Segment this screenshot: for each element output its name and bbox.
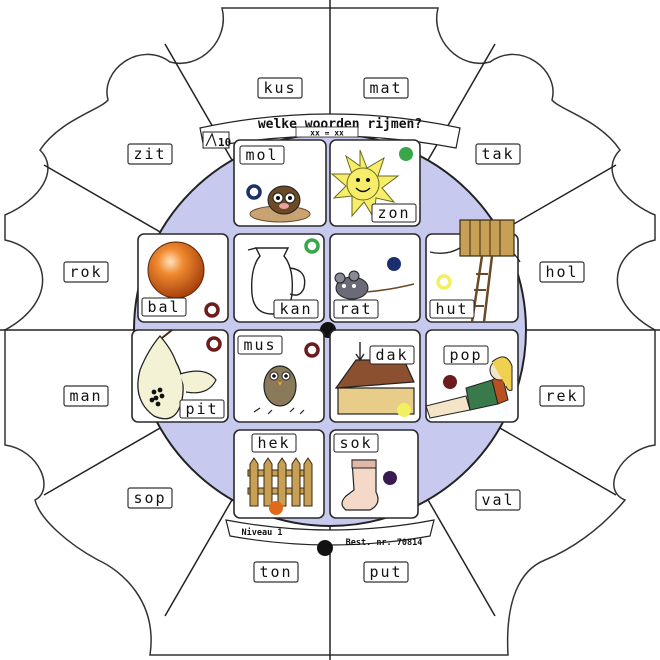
- fence-icon: [247, 457, 313, 507]
- word-tile-man[interactable]: man: [63, 385, 109, 407]
- sun-icon: [330, 149, 400, 220]
- marker-dot-rat: [387, 257, 401, 271]
- card-word-pit: pit: [185, 400, 218, 418]
- marker-dot-zon: [399, 147, 413, 161]
- word-kus: kus: [263, 79, 296, 97]
- word-tile-hol[interactable]: hol: [539, 261, 585, 283]
- marker-ring-bal: [204, 302, 220, 318]
- word-tile-sop[interactable]: sop: [127, 487, 173, 509]
- sock-icon: [341, 459, 379, 511]
- pear-icon: [137, 329, 217, 420]
- marker-ring-mus: [304, 342, 320, 358]
- roof-icon: [334, 342, 415, 415]
- card-word-hek: hek: [257, 434, 290, 452]
- title-banner: 10 welke woorden rijmen? xx = xx: [199, 113, 461, 149]
- card-word-dak: dak: [375, 346, 408, 364]
- logo-number: 10: [218, 136, 231, 149]
- marker-ring-kan: [304, 238, 320, 254]
- hint-text: xx = xx: [310, 129, 344, 138]
- footer-banner: Niveau 1 Best. nr. 70814: [225, 519, 435, 548]
- order-number: Best. nr. 70814: [346, 538, 423, 548]
- marker-ring-mol: [246, 184, 262, 200]
- marker-dot-pop: [443, 375, 457, 389]
- card-pit[interactable]: pit: [131, 329, 229, 423]
- logo-icon: 10: [202, 131, 231, 149]
- word-tile-rek[interactable]: rek: [539, 385, 585, 407]
- card-word-bal: bal: [147, 298, 180, 316]
- marker-ring-pit: [206, 336, 222, 352]
- word-val: val: [481, 491, 514, 509]
- card-word-pop: pop: [449, 346, 482, 364]
- card-rat[interactable]: rat: [329, 233, 421, 323]
- level-label: Niveau 1: [242, 527, 283, 538]
- card-pop[interactable]: pop: [425, 329, 519, 423]
- card-mus[interactable]: mus: [233, 329, 325, 423]
- card-dak[interactable]: dak: [329, 329, 421, 423]
- word-tile-ton[interactable]: ton: [253, 561, 299, 583]
- ball-icon: [147, 241, 205, 299]
- card-kan[interactable]: kan: [233, 233, 325, 323]
- word-tak: tak: [481, 145, 514, 163]
- sparrow-icon: [253, 365, 305, 415]
- word-hol: hol: [545, 263, 578, 281]
- card-word-mol: mol: [245, 146, 278, 164]
- hint-box: xx = xx: [295, 126, 359, 138]
- word-tile-mat[interactable]: mat: [363, 77, 409, 99]
- word-tile-kus[interactable]: kus: [257, 77, 303, 99]
- card-sok[interactable]: sok: [329, 429, 419, 519]
- word-rok: rok: [69, 263, 102, 281]
- word-zit: zit: [133, 145, 166, 163]
- word-man: man: [69, 387, 102, 405]
- jug-icon: [247, 247, 306, 315]
- rat-icon: [334, 270, 415, 300]
- outer-word-tiles: kus mat tak hol rek val put ton: [63, 77, 585, 583]
- card-hek[interactable]: hek: [233, 429, 325, 519]
- doll-icon: [425, 356, 513, 419]
- card-mol[interactable]: mol: [233, 139, 327, 227]
- card-word-sok: sok: [339, 434, 372, 452]
- marker-ring-hut: [436, 274, 452, 290]
- card-word-zon: zon: [377, 204, 410, 222]
- card-word-kan: kan: [279, 300, 312, 318]
- word-tile-zit[interactable]: zit: [127, 143, 173, 165]
- bottom-pivot[interactable]: [317, 540, 333, 556]
- word-tile-rok[interactable]: rok: [63, 261, 109, 283]
- word-ton: ton: [259, 563, 292, 581]
- card-zon[interactable]: zon: [329, 139, 421, 227]
- card-bal[interactable]: bal: [137, 233, 229, 323]
- word-tile-val[interactable]: val: [475, 489, 521, 511]
- word-mat: mat: [369, 79, 402, 97]
- word-sop: sop: [133, 489, 166, 507]
- card-word-hut: hut: [435, 300, 468, 318]
- word-tile-put[interactable]: put: [363, 561, 409, 583]
- marker-dot-hek: [269, 501, 283, 515]
- card-hut[interactable]: hut: [425, 219, 521, 323]
- treehouse-icon: [429, 219, 521, 323]
- marker-dot-dak: [397, 403, 411, 417]
- word-put: put: [369, 563, 402, 581]
- card-word-mus: mus: [243, 336, 276, 354]
- word-rek: rek: [545, 387, 578, 405]
- card-word-rat: rat: [339, 300, 372, 318]
- mole-icon: [249, 185, 311, 223]
- word-tile-tak[interactable]: tak: [475, 143, 521, 165]
- marker-dot-sok: [383, 471, 397, 485]
